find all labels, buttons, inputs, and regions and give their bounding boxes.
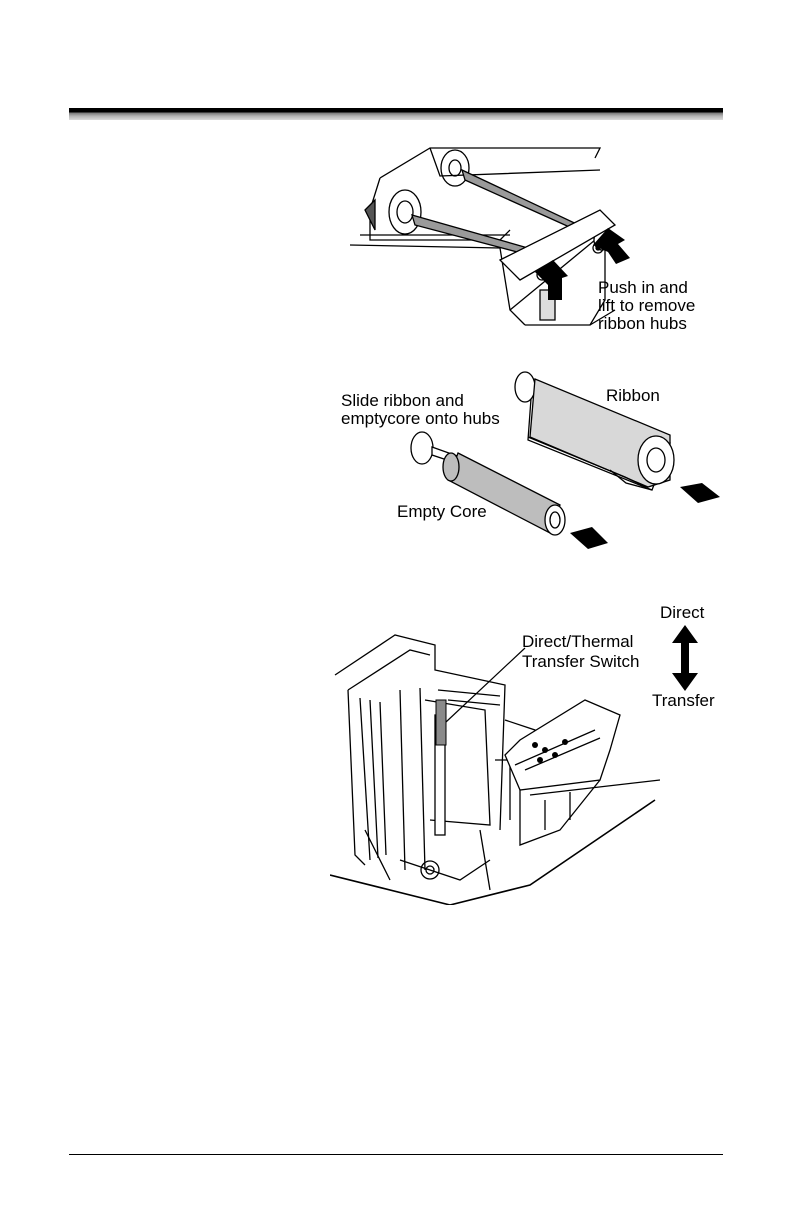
printer-open-illustration xyxy=(330,630,660,905)
transfer-label: Transfer xyxy=(652,692,715,709)
double-arrow-icon xyxy=(670,625,700,691)
footer-rule xyxy=(69,1154,723,1155)
empty-core-label: Empty Core xyxy=(397,503,487,520)
callout-push-in-line-2: lift to remove xyxy=(598,297,695,314)
callout-push-in-line-1: Push in and xyxy=(598,279,688,296)
callout-push-in-line-3: ribbon hubs xyxy=(598,315,687,332)
callout-switch-line-1: Direct/Thermal xyxy=(522,633,633,650)
figure-direct-thermal-switch xyxy=(330,630,660,905)
callout-switch-line-2: Transfer Switch xyxy=(522,653,639,670)
switch-shape-icon xyxy=(436,700,446,745)
ribbon-label: Ribbon xyxy=(606,387,660,404)
callout-slide-line-2: emptycore onto hubs xyxy=(341,410,500,427)
callout-slide-line-1: Slide ribbon and xyxy=(341,392,464,409)
direct-label: Direct xyxy=(660,604,704,621)
header-rule xyxy=(69,108,723,120)
